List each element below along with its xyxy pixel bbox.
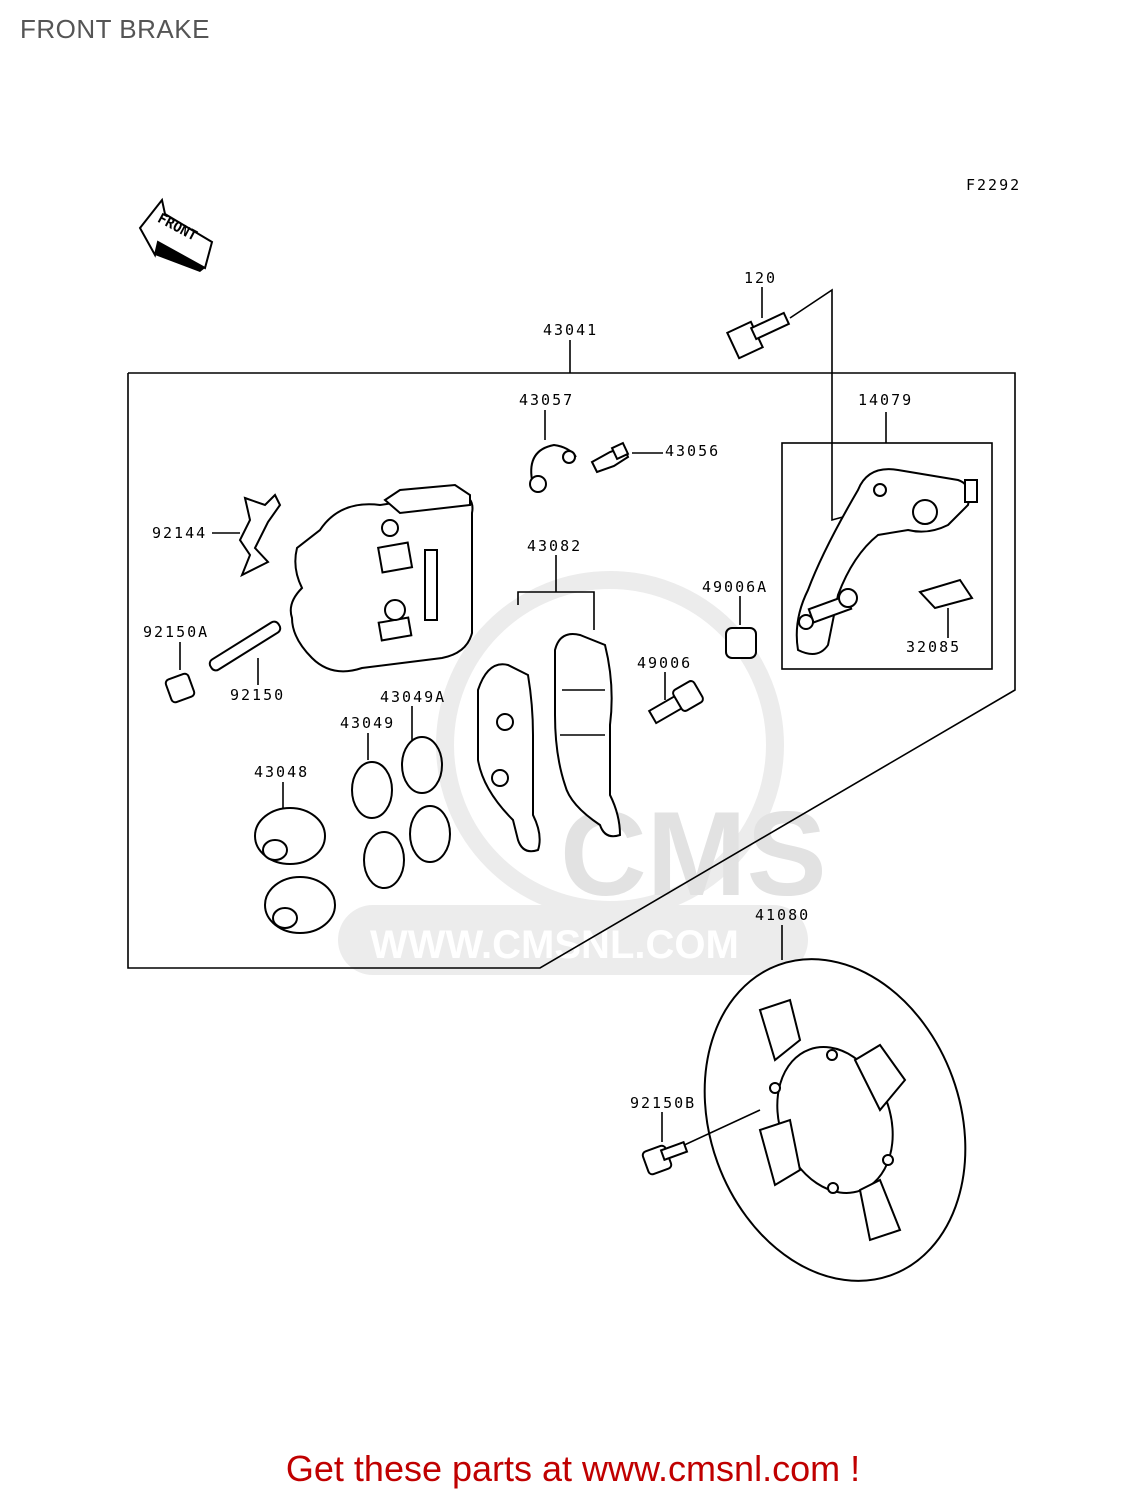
parts-diagram: CMS WWW.CMSNL.COM F2292 FRONT — [127, 176, 1021, 1282]
figure-code: F2292 — [966, 176, 1021, 194]
part-label-43048: 43048 — [254, 763, 309, 781]
part-labels: 120 43041 43057 43056 14079 92144 43082 … — [143, 269, 961, 1112]
plug-92150A — [164, 642, 196, 704]
part-label-43082: 43082 — [527, 537, 582, 555]
brake-pads-43082 — [477, 555, 622, 853]
part-label-43041: 43041 — [543, 321, 598, 339]
part-label-92150A: 92150A — [143, 623, 209, 641]
pad-spring-32085 — [918, 578, 974, 638]
page-title: FRONT BRAKE — [20, 14, 210, 44]
part-label-92150B: 92150B — [630, 1094, 696, 1112]
cap-49006A — [725, 596, 757, 659]
part-label-43049: 43049 — [340, 714, 395, 732]
part-label-49006A: 49006A — [702, 578, 768, 596]
part-label-92150: 92150 — [230, 686, 285, 704]
caliper-body — [289, 483, 474, 673]
part-label-120: 120 — [744, 269, 777, 287]
bolt-120 — [725, 287, 851, 522]
part-label-41080: 41080 — [755, 906, 810, 924]
hose-clip-43057 — [529, 410, 577, 493]
spring-clip-92144 — [212, 493, 282, 578]
part-label-92144: 92144 — [152, 524, 207, 542]
brake-disc-41080 — [703, 925, 967, 1282]
part-label-43049A: 43049A — [380, 688, 446, 706]
part-label-43057: 43057 — [519, 391, 574, 409]
caliper-assembly-outline — [127, 340, 1016, 969]
part-label-14079: 14079 — [858, 391, 913, 409]
caliper-bracket-14079 — [795, 468, 978, 655]
piston-seals — [351, 706, 451, 889]
pistons-43048 — [254, 782, 336, 934]
part-label-43056: 43056 — [665, 442, 720, 460]
disc-bolt-92150B — [641, 1109, 761, 1176]
front-arrow-icon: FRONT — [138, 197, 214, 272]
part-label-49006: 49006 — [637, 654, 692, 672]
bleeder-49006 — [647, 672, 704, 725]
pin-92150 — [208, 620, 282, 685]
bracket-assembly-outline — [781, 412, 993, 670]
part-label-32085: 32085 — [906, 638, 961, 656]
get-parts-link[interactable]: Get these parts at www.cmsnl.com ! — [285, 1448, 861, 1489]
bleeder-valve-43056 — [590, 441, 663, 474]
